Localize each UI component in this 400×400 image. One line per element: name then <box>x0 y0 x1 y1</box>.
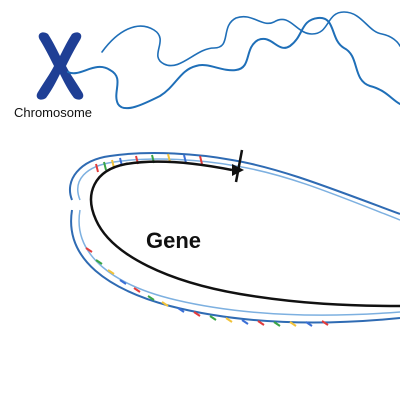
upper-dna-wave <box>101 11 400 67</box>
gene-end-tick-icon <box>234 149 244 183</box>
base-pair-ticks <box>85 153 329 327</box>
unwound-dna-strand <box>67 16 400 110</box>
x-shaped-chromosome-icon <box>36 32 84 100</box>
chromosome-label: Chromosome <box>14 105 92 120</box>
dna-double-helix <box>69 152 400 324</box>
gene-arrow <box>89 160 400 308</box>
gene-label: Gene <box>146 228 201 253</box>
